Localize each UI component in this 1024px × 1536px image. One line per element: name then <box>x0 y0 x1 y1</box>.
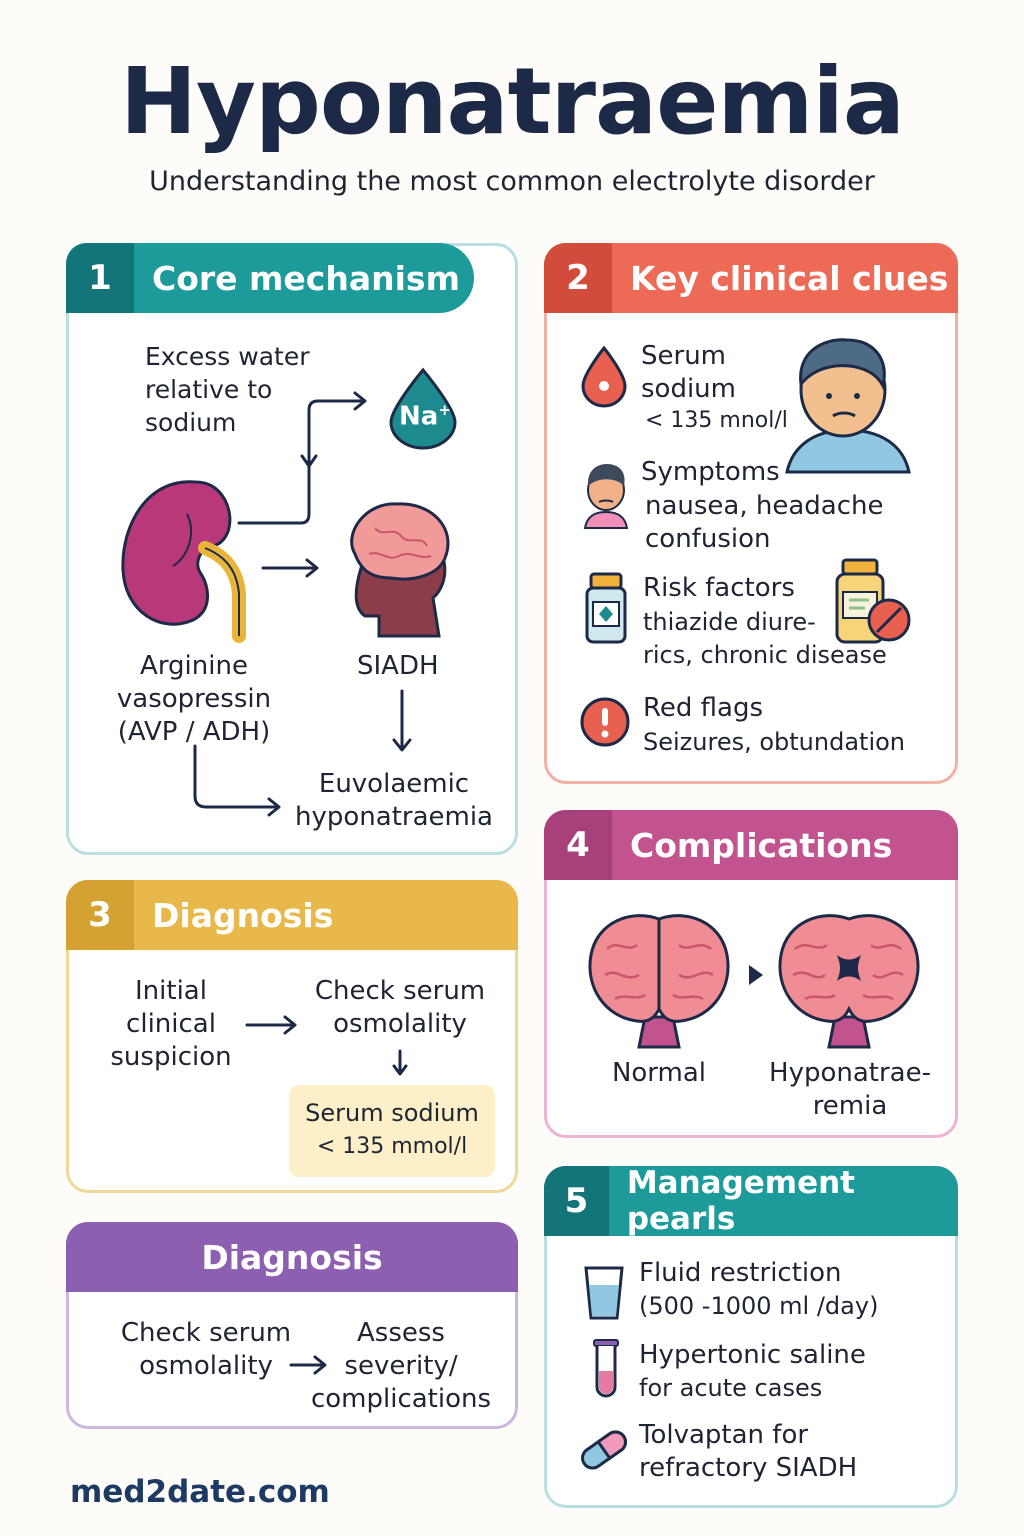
panel-1-title: Core mechanism <box>152 258 460 298</box>
glass-icon <box>584 1266 624 1320</box>
serum-sodium-box <box>289 1085 495 1177</box>
panel-4-number: 4 <box>544 810 612 880</box>
arrow-icon <box>193 391 412 817</box>
serum-sodium-value: < 135 mnol/l <box>645 408 788 433</box>
risk-factors-text: thiazide diure-rics, chronic disease <box>643 608 887 669</box>
footer-brand[interactable]: med2date.com <box>70 1474 330 1510</box>
panel-2-number: 2 <box>544 243 612 313</box>
serum-sodium-box-text: Serum sodium< 135 mmol/l <box>305 1099 479 1159</box>
panel-3b-header: Diagnosis <box>66 1222 518 1292</box>
panel-1-header: 1 Core mechanism <box>66 243 474 313</box>
arrow-icon <box>245 1015 408 1076</box>
droplet-na-icon <box>389 367 457 450</box>
panel-2-header: 2 Key clinical clues <box>544 243 958 313</box>
panel-5-header: 5 Management pearls <box>544 1165 958 1237</box>
page-title: Hyponatraemia <box>120 48 905 155</box>
siadh-label: SIADH <box>357 651 439 681</box>
fluid-restriction-text: Fluid restriction(500 -1000 ml /day) <box>639 1258 879 1320</box>
panel-3b-title: Diagnosis <box>201 1237 383 1277</box>
panel-5-number: 5 <box>544 1166 609 1236</box>
no-drug-icon <box>835 558 911 644</box>
panel-1-number: 1 <box>66 243 134 313</box>
warning-icon <box>580 697 630 747</box>
pill-bottle-icon <box>585 572 627 644</box>
brain-normal-icon <box>588 914 730 1049</box>
person-worried-icon <box>785 338 911 474</box>
brain-head-icon <box>350 502 450 638</box>
test-tube-icon <box>593 1339 619 1398</box>
brain-swollen-icon <box>778 914 920 1049</box>
na-label: Na+ <box>399 401 451 432</box>
panel-complications: 4 Complications Normal Hyponatrae-remia <box>544 810 958 1138</box>
panel-3-title: Diagnosis <box>152 895 334 935</box>
normal-label: Normal <box>611 1058 707 1088</box>
arrow-icon <box>289 1355 327 1375</box>
kidney-icon <box>121 480 246 643</box>
panel-3-number: 3 <box>66 880 134 950</box>
panel-4-title: Complications <box>630 825 893 865</box>
panel-4-header: 4 Complications <box>544 810 958 880</box>
risk-factors-title: Risk factors <box>643 573 795 603</box>
panel-2-title: Key clinical clues <box>630 258 949 298</box>
droplet-icon <box>581 345 627 408</box>
face-icon <box>583 464 629 529</box>
red-flags-title: Red flags <box>643 693 764 723</box>
symptoms-title: Symptoms <box>641 457 780 487</box>
hyponatraemia-label: Hyponatrae-remia <box>769 1058 931 1121</box>
red-flags-text: Seizures, obtundation <box>643 728 906 756</box>
panel-5-title: Management pearls <box>626 1165 855 1237</box>
panel-3-header: 3 Diagnosis <box>66 880 518 950</box>
panel-management-pearls: 5 Management pearls Fluid restriction(50… <box>544 1165 958 1508</box>
capsule-icon <box>581 1430 627 1470</box>
arrow-icon <box>749 965 763 985</box>
page-subtitle: Understanding the most common electrolyt… <box>149 166 875 197</box>
